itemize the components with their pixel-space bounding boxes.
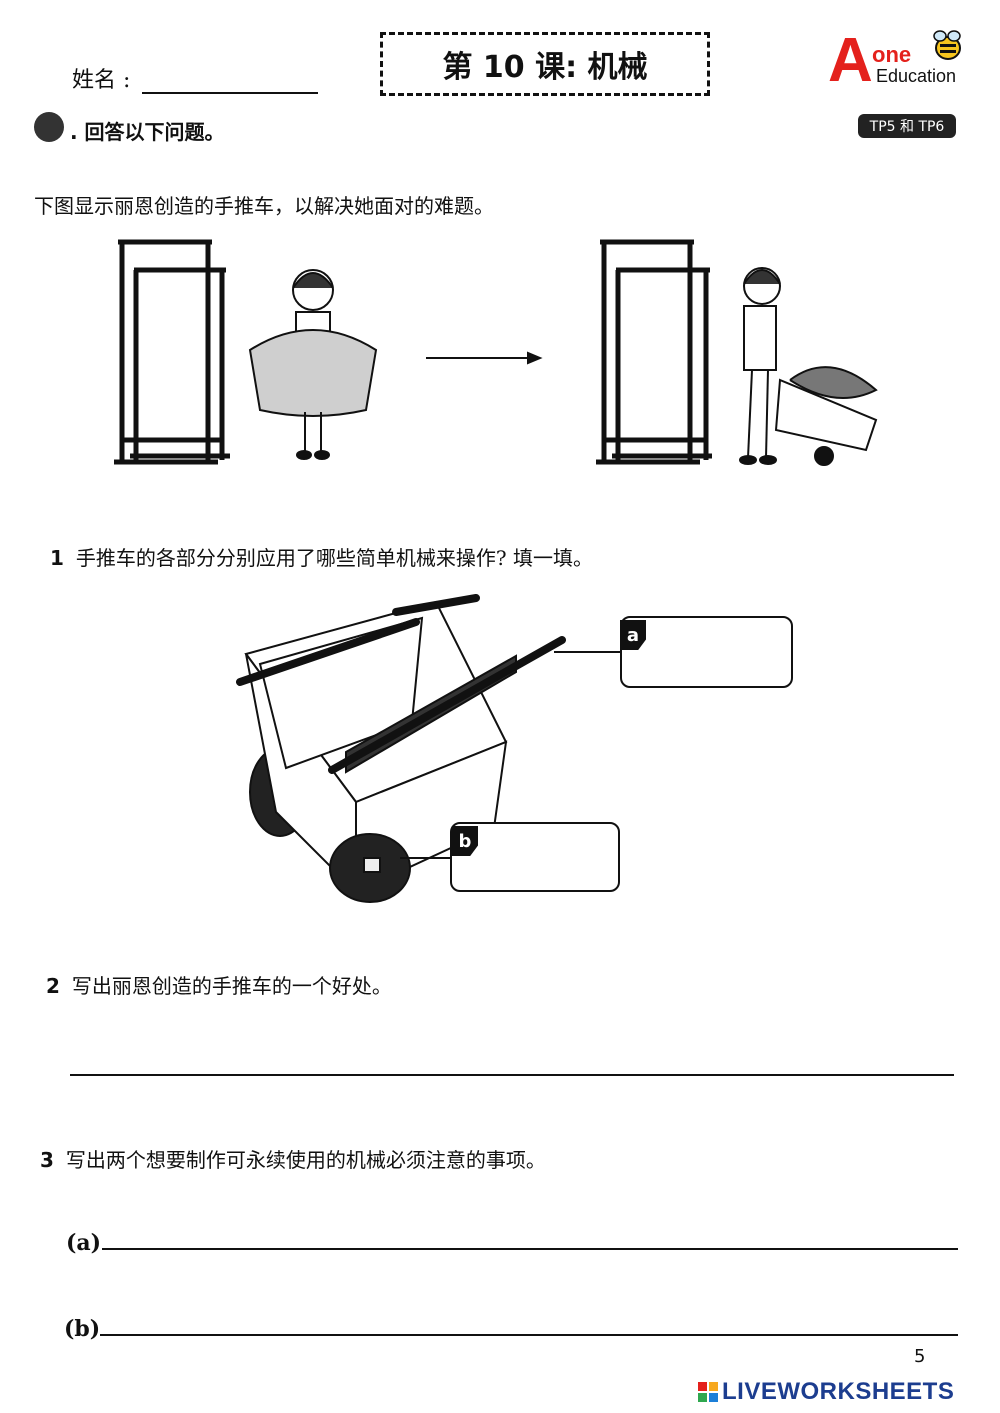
question-1-text: 手推车的各部分分别应用了哪些简单机械来操作? 填一填。: [75, 546, 594, 570]
leader-line-b: [400, 857, 452, 859]
tp-badge-text: TP5 和 TP6: [869, 119, 945, 135]
lesson-title: 第 10 课: 机械: [380, 32, 710, 96]
logo-letter: A: [828, 26, 873, 95]
woman-holding-basket-icon: [248, 269, 378, 460]
option-a-label: (a): [66, 1230, 102, 1256]
label-a: a: [620, 620, 646, 650]
clothes-rack-icon-2: [596, 239, 712, 465]
logo-education: Education: [876, 66, 957, 86]
question-3-number: 3: [40, 1148, 54, 1172]
label-a-text: a: [626, 624, 640, 646]
answer-line-q3a[interactable]: [102, 1248, 958, 1250]
woman-pushing-cart-icon: [739, 267, 878, 466]
intro-text: 下图显示丽恩创造的手推车，以解决她面对的难题。: [34, 194, 494, 218]
question-3: 3 写出两个想要制作可永续使用的机械必须注意的事项。: [40, 1144, 546, 1173]
wheelbarrow-illustration: [236, 594, 626, 903]
label-b: b: [452, 826, 478, 856]
lesson-title-text: 第 10 课: 机械: [442, 50, 648, 85]
right-arrow-icon: [426, 351, 543, 365]
story-illustration: [114, 239, 878, 466]
liveworksheets-footer: LIVEWORKSHEETS: [698, 1378, 954, 1406]
footer-brand: LIVEWORKSHEETS: [722, 1378, 955, 1405]
answer-box-a[interactable]: [620, 616, 793, 688]
question-2: 2 写出丽恩创造的手推车的一个好处。: [46, 970, 392, 999]
answer-line-q3b[interactable]: [100, 1334, 958, 1336]
name-input-line[interactable]: [142, 92, 318, 94]
question-1-number: 1: [50, 546, 64, 570]
section-icon: [34, 112, 64, 142]
page-number: 5: [914, 1346, 926, 1367]
tp-badge: TP5 和 TP6: [858, 114, 956, 138]
logo-one: one: [872, 42, 912, 67]
answer-box-b[interactable]: [450, 822, 620, 892]
question-1: 1 手推车的各部分分别应用了哪些简单机械来操作? 填一填。: [50, 542, 593, 571]
question-2-number: 2: [46, 974, 60, 998]
answer-line-q2[interactable]: [70, 1074, 954, 1076]
label-b-text: b: [458, 830, 472, 852]
name-label: 姓名 :: [72, 68, 131, 93]
question-2-text: 写出丽恩创造的手推车的一个好处。: [71, 974, 392, 998]
liveworksheets-logo-icon: [698, 1382, 718, 1402]
a-one-education-logo: A one Education: [826, 24, 976, 96]
section-instruction: . 回答以下问题。: [70, 120, 225, 144]
bee-icon: [933, 30, 961, 60]
question-3-text: 写出两个想要制作可永续使用的机械必须注意的事项。: [65, 1148, 546, 1172]
clothes-rack-icon: [114, 239, 230, 465]
option-b-label: (b): [64, 1316, 101, 1342]
